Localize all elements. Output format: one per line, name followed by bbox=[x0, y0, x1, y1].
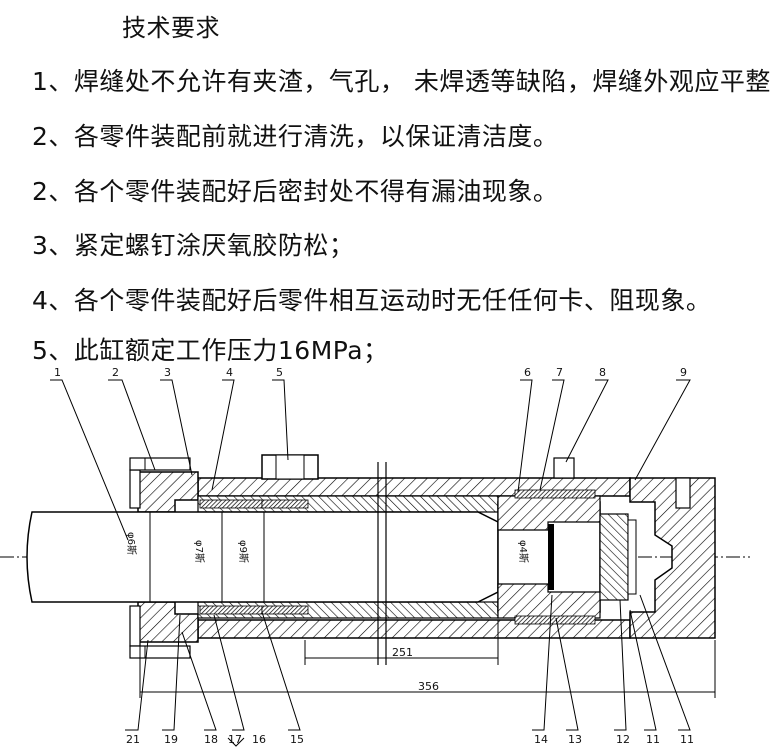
flange-top bbox=[129, 469, 141, 509]
piston-seal-bottom bbox=[514, 615, 596, 625]
part-label-2: 2 bbox=[112, 366, 119, 379]
part-label-8: 8 bbox=[599, 366, 606, 379]
front-gland-top bbox=[137, 471, 199, 513]
seal-c bbox=[199, 605, 263, 615]
requirement-4: 3、紧定螺钉涂厌氧胶防松； bbox=[32, 231, 355, 260]
diameter-label-4: φ4斯 bbox=[517, 540, 530, 563]
part-label-21: 21 bbox=[126, 733, 140, 746]
piston-groove bbox=[548, 524, 554, 590]
part-label-6: 6 bbox=[524, 366, 531, 379]
vent-plug bbox=[553, 457, 575, 479]
part-label-15: 15 bbox=[290, 733, 304, 746]
part-label-9: 9 bbox=[680, 366, 687, 379]
seal-a bbox=[199, 499, 263, 509]
piston-top bbox=[497, 495, 601, 531]
requirement-3: 2、各个零件装配好后密封处不得有漏油现象。 bbox=[32, 177, 559, 206]
dimension-251: 251 bbox=[392, 646, 413, 659]
part-label-4: 4 bbox=[226, 366, 233, 379]
front-gland-bottom bbox=[137, 601, 199, 643]
requirement-5: 4、各个零件装配好后零件相互运动时无任任何卡、阻现象。 bbox=[32, 286, 712, 315]
part-label-18: 18 bbox=[204, 733, 218, 746]
part-label-12: 12 bbox=[616, 733, 630, 746]
part-label-19: 19 bbox=[164, 733, 178, 746]
part-label-16: 16 bbox=[252, 733, 266, 746]
part-label-11b: 11 bbox=[680, 733, 694, 746]
diameter-label-1: φ6斯 bbox=[125, 532, 138, 555]
part-label-17: 17 bbox=[228, 733, 242, 746]
part-label-14: 14 bbox=[534, 733, 548, 746]
diameter-label-3: φ9斯 bbox=[237, 540, 250, 563]
part-label-7: 7 bbox=[556, 366, 563, 379]
rear-end-cap bbox=[629, 477, 716, 639]
part-label-13: 13 bbox=[568, 733, 582, 746]
requirement-6: 5、此缸额定工作压力16MPa； bbox=[32, 336, 389, 365]
rear-port bbox=[675, 477, 691, 509]
washer bbox=[627, 519, 637, 595]
bolt-bottom bbox=[129, 645, 191, 659]
piston-rod bbox=[26, 511, 499, 603]
bolt-top bbox=[129, 457, 191, 471]
requirement-2: 2、各零件装配前就进行清洗，以保证清洁度。 bbox=[32, 122, 559, 151]
piston-seal-top bbox=[514, 489, 596, 499]
dimension-356: 356 bbox=[418, 680, 439, 693]
lock-nut bbox=[599, 513, 629, 601]
cylinder-drawing: φ6斯 φ7斯 φ9斯 φ4斯 251 356 1 2 3 4 5 6 7 8 bbox=[0, 366, 750, 747]
diameter-label-2: φ7斯 bbox=[193, 540, 206, 563]
part-label-3: 3 bbox=[164, 366, 171, 379]
requirement-1: 1、焊缝处不允许有夹渣，气孔， 未焊透等缺陷，焊缝外观应平整 bbox=[32, 67, 771, 96]
part-label-1: 1 bbox=[54, 366, 61, 379]
technical-requirements: 技术要求 1、焊缝处不允许有夹渣，气孔， 未焊透等缺陷，焊缝外观应平整 2、各零… bbox=[0, 0, 770, 365]
part-label-11a: 11 bbox=[646, 733, 660, 746]
requirements-title: 技术要求 bbox=[122, 14, 220, 42]
seal-d bbox=[261, 605, 309, 615]
seal-b bbox=[261, 499, 309, 509]
part-label-5: 5 bbox=[276, 366, 283, 379]
flange-bottom bbox=[129, 605, 141, 647]
